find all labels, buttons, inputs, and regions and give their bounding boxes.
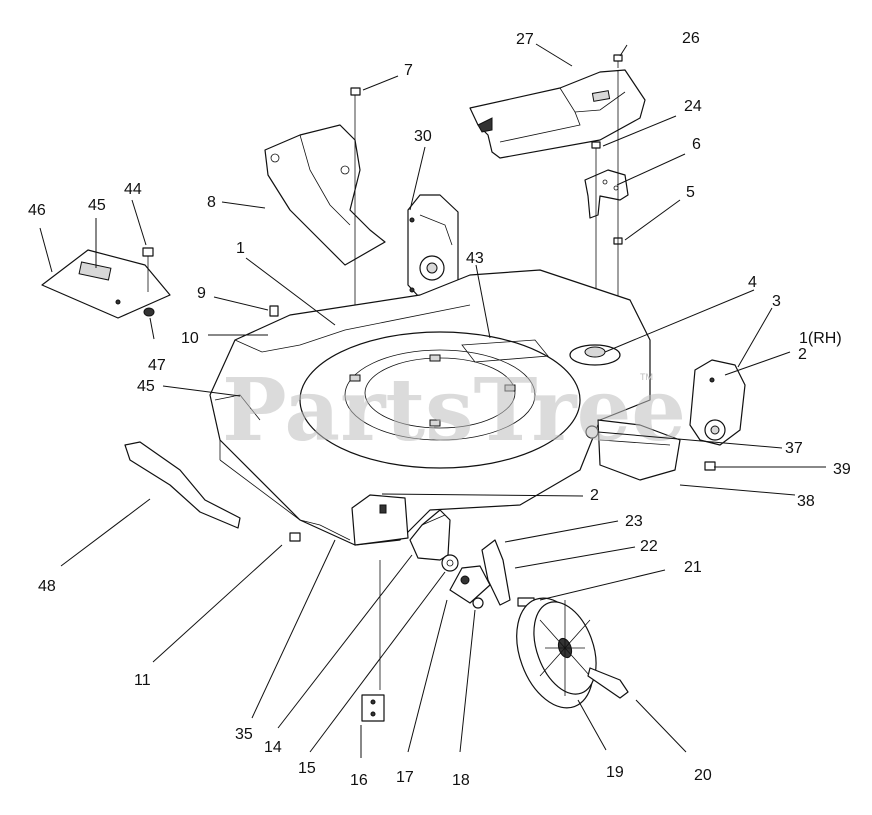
label-9: 9 — [197, 285, 206, 302]
nut-part-11 — [289, 532, 301, 542]
label-43: 43 — [466, 250, 484, 267]
label-24: 24 — [684, 98, 702, 115]
washer-part-18 — [472, 597, 484, 609]
hinge-bracket-part-6 — [584, 169, 629, 219]
label-46: 46 — [28, 202, 46, 219]
label-35: 35 — [235, 726, 253, 743]
label-2b: 2 — [590, 487, 599, 504]
label-38: 38 — [797, 493, 815, 510]
watermark-text: PartsTree — [222, 360, 686, 461]
label-4: 4 — [748, 274, 757, 291]
wheel-bracket-part-22 — [481, 539, 511, 606]
wheel-part-19 — [516, 597, 597, 709]
label-18: 18 — [452, 772, 470, 789]
screw-part-44 — [142, 247, 154, 292]
label-1-rh: 1(RH) — [799, 330, 842, 347]
screw-part-26 — [613, 54, 623, 68]
label-45b: 45 — [137, 378, 155, 395]
label-44: 44 — [124, 181, 142, 198]
nut-part-47 — [143, 307, 155, 317]
right-adjuster-part-3 — [689, 359, 746, 446]
label-7: 7 — [404, 62, 413, 79]
label-16: 16 — [350, 772, 368, 789]
bushing-part-15 — [441, 554, 459, 572]
watermark-tm: TM — [640, 372, 653, 382]
leader-lines — [39, 43, 826, 758]
part-labels: 27 26 24 6 5 7 30 8 44 45 46 47 9 10 1 4… — [28, 30, 851, 789]
label-23: 23 — [625, 513, 643, 530]
rear-skirt-part-48 — [124, 441, 241, 529]
label-45: 45 — [88, 197, 106, 214]
label-8: 8 — [207, 194, 216, 211]
mower-deck-part-35 — [209, 269, 681, 546]
bolt-part-24 — [591, 141, 601, 165]
axle-bolt-part-20 — [587, 667, 629, 699]
label-20: 20 — [694, 767, 712, 784]
label-1: 1 — [236, 240, 245, 257]
label-10: 10 — [181, 330, 199, 347]
screw-part-9 — [269, 305, 279, 317]
label-5: 5 — [686, 184, 695, 201]
deck-cover-part-46 — [41, 249, 171, 319]
label-11: 11 — [134, 672, 151, 689]
bolt-part-7 — [350, 87, 361, 108]
label-27: 27 — [516, 31, 534, 48]
rear-cover-part-27 — [469, 69, 646, 159]
label-39: 39 — [833, 461, 851, 478]
label-21: 21 — [684, 559, 702, 576]
label-37: 37 — [785, 440, 803, 457]
label-14: 14 — [264, 739, 282, 756]
label-6: 6 — [692, 136, 701, 153]
label-30: 30 — [414, 128, 432, 145]
label-17: 17 — [396, 769, 414, 786]
bolt-part-39 — [704, 461, 716, 471]
discharge-cover-part-8 — [264, 124, 386, 266]
label-48: 48 — [38, 578, 56, 595]
plate-part-16 — [361, 694, 385, 722]
label-19: 19 — [606, 764, 624, 781]
label-3: 3 — [772, 293, 781, 310]
label-22: 22 — [640, 538, 658, 555]
height-adjuster-part-14 — [409, 509, 451, 561]
label-2a: 2 — [798, 346, 807, 363]
label-26: 26 — [682, 30, 700, 47]
label-15: 15 — [298, 760, 316, 777]
wheel-bracket-part-17 — [449, 565, 491, 604]
label-47: 47 — [148, 357, 166, 374]
watermark: PartsTree TM — [222, 360, 686, 461]
